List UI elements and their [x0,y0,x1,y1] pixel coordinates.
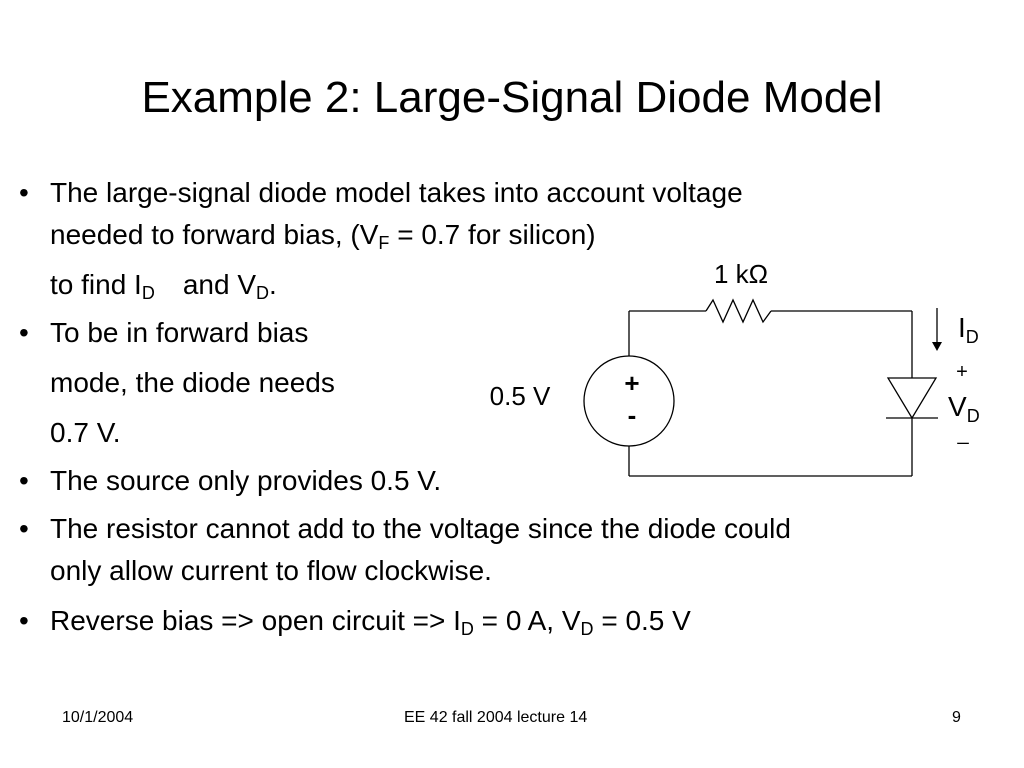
bullet-2-line-1: To be in forward bias [50,317,309,348]
bullet-marker: • [19,465,29,496]
diode-plus-sign: + [956,361,968,383]
footer-date: 10/1/2004 [62,709,134,726]
bullet-4-line-1: The resistor cannot add to the voltage s… [50,513,791,544]
bullet-4-line-2: only allow current to flow clockwise. [50,555,492,586]
slide-title: Example 2: Large-Signal Diode Model [141,73,883,122]
diode-voltage-label: VD [948,391,980,426]
circuit-diagram: 1 kΩ 0.5 V + - ID + VD _ [490,259,980,477]
bullet-2-line-3: 0.7 V. [50,417,121,448]
bullet-marker: • [19,513,29,544]
footer-course: EE 42 fall 2004 lecture 14 [404,709,588,726]
bullet-1-line-2: needed to forward bias, (VF = 0.7 for si… [50,219,596,253]
resistor-label: 1 kΩ [714,259,768,289]
source-plus-sign: + [624,368,639,398]
diode-symbol [886,377,938,420]
bullet-marker: • [19,317,29,348]
bullet-1-line-1: The large-signal diode model takes into … [50,177,743,208]
diode-minus-sign: _ [956,423,969,445]
footer-page-number: 9 [952,709,961,726]
source-minus-sign: - [628,400,637,430]
bullet-2-line-2: mode, the diode needs [50,367,335,398]
current-arrow-head-icon [932,342,942,351]
voltage-source-symbol [583,355,675,447]
bullet-marker: • [19,177,29,208]
current-label: ID [958,312,979,347]
bullet-5-line-1: Reverse bias => open circuit => ID = 0 A… [50,605,691,639]
bullet-3-line-1: The source only provides 0.5 V. [50,465,442,496]
source-voltage-label: 0.5 V [490,381,551,411]
bullet-marker: • [19,605,29,636]
resistor-symbol [705,298,772,324]
